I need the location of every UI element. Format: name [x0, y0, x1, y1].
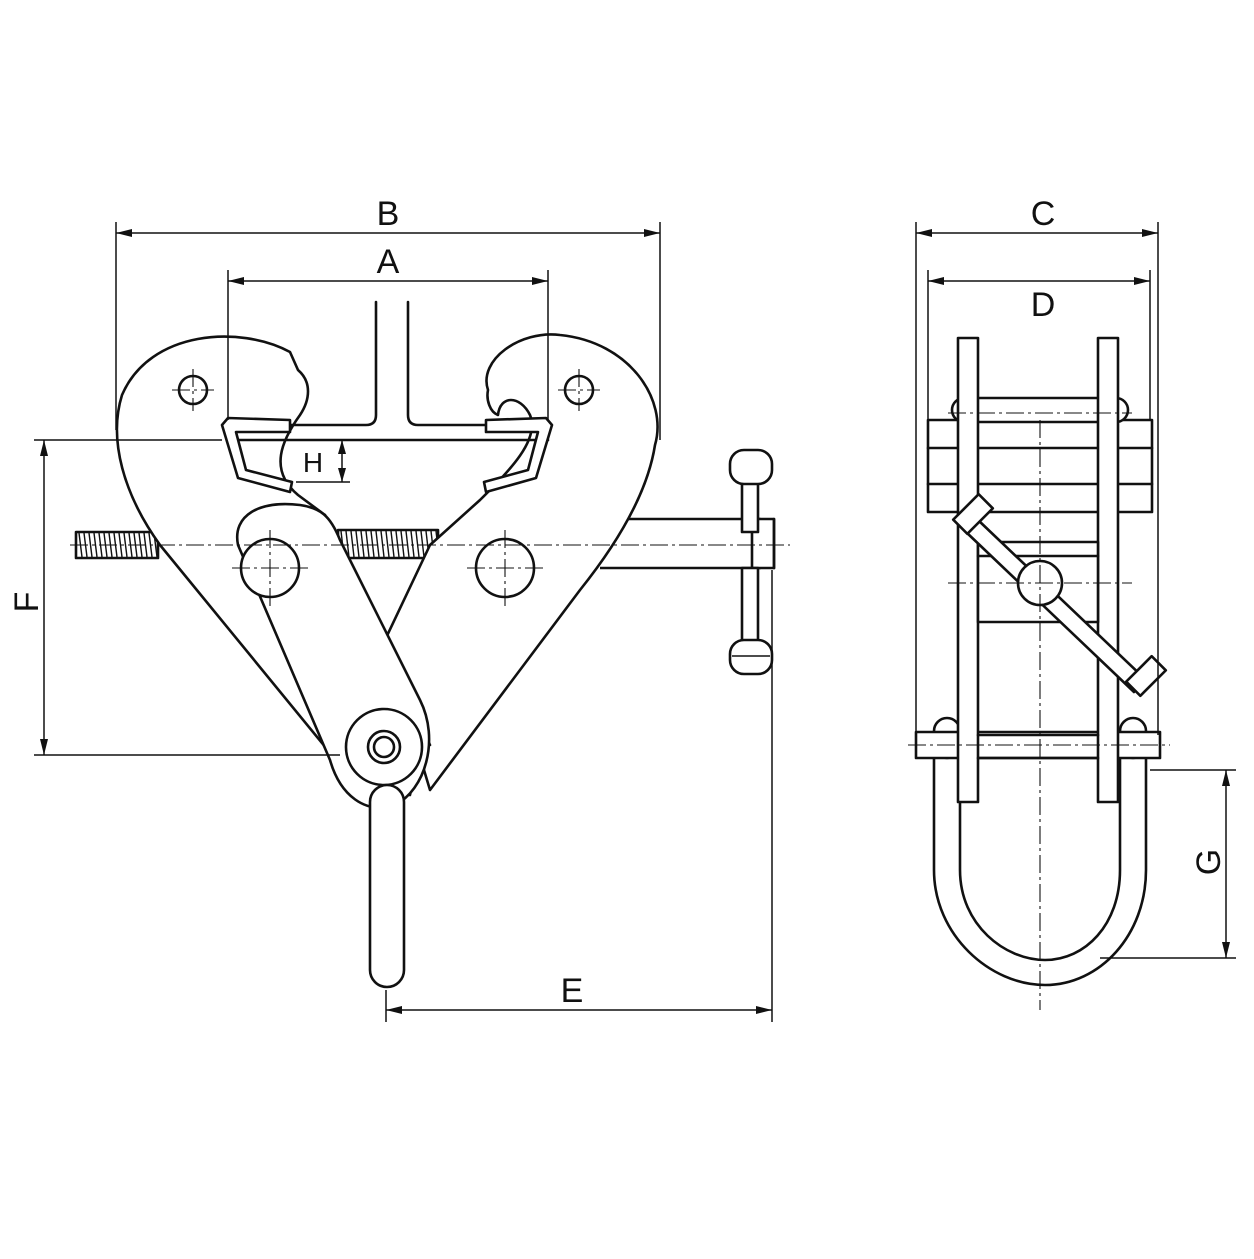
jaw-pad-right [482, 416, 554, 494]
dimension-label-g: G [1190, 849, 1228, 875]
dimensions: B A F H E C [8, 195, 1236, 1022]
side-plate-left [956, 336, 980, 804]
screw-housing-bar [600, 517, 776, 570]
dimension-label-b: B [377, 195, 400, 233]
side-view [908, 336, 1170, 1010]
jaw-pad-left [220, 416, 294, 494]
bottom-knob [728, 566, 774, 676]
top-knob [728, 448, 774, 534]
hanging-rod [368, 783, 406, 989]
dimension-label-e: E [561, 972, 584, 1010]
dimension-label-h: H [303, 447, 323, 478]
front-view [70, 300, 790, 989]
dimension-label-a: A [377, 243, 400, 281]
dimension-label-f: F [8, 592, 46, 613]
side-plate-right [1096, 336, 1120, 804]
i-beam-section [226, 300, 550, 442]
dimension-label-d: D [1031, 286, 1056, 324]
dimension-label-c: C [1031, 195, 1056, 233]
shackle-eye-inner [366, 729, 402, 765]
threaded-screw-rod [74, 528, 440, 560]
